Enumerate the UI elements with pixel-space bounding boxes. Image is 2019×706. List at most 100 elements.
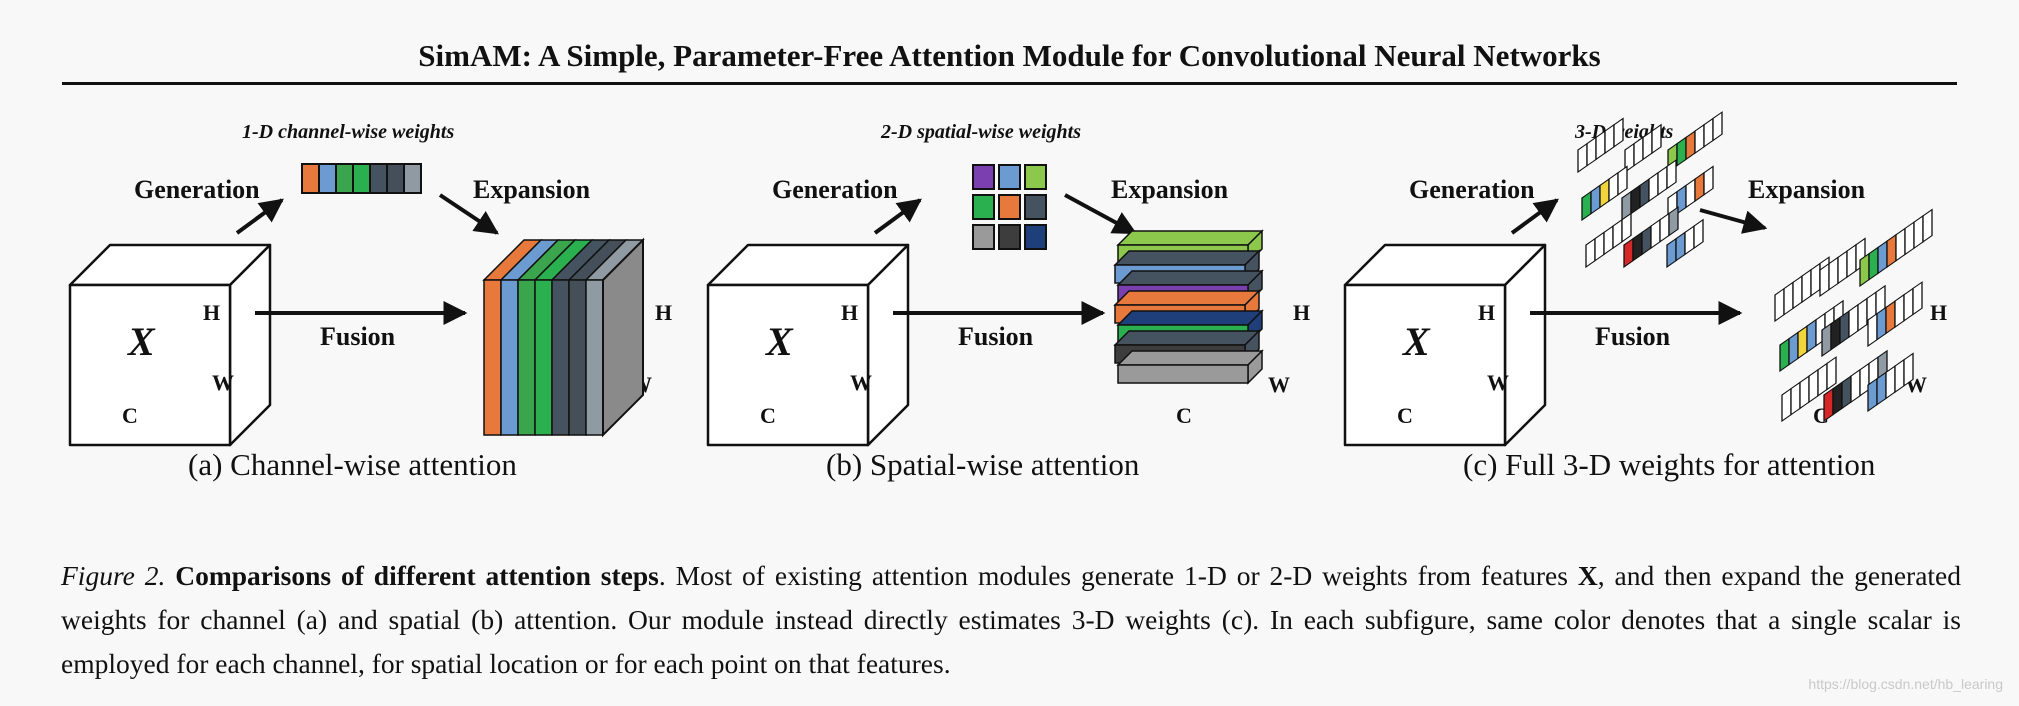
- expansion-arrow: [1699, 208, 1768, 234]
- channel-slice-front: [534, 279, 553, 436]
- input-h-label: H: [1478, 300, 1495, 325]
- spatial-slab-top: [1113, 290, 1261, 306]
- output-weight-cell: [1848, 303, 1859, 339]
- weight-cell: [1693, 218, 1704, 250]
- weight-cell: [1676, 136, 1687, 167]
- weight-cell: [1648, 171, 1659, 203]
- spatial-weight-grid: [972, 164, 1047, 250]
- weight-cell: [1577, 142, 1588, 174]
- output-weight-cell: [1868, 246, 1879, 281]
- weight-cell: [1694, 123, 1705, 155]
- output-weight-cell: [1867, 377, 1878, 413]
- weight-cell: [1621, 212, 1632, 243]
- output-weight-strip: [1821, 284, 1886, 358]
- generation-arrow: [873, 198, 922, 235]
- caption-symbol: X: [1577, 560, 1598, 591]
- output-weight-cell: [1790, 381, 1801, 416]
- weight-cell: [1623, 237, 1634, 269]
- weight-strip: [1577, 117, 1624, 174]
- output-h-label: H: [1930, 300, 1947, 325]
- output-weight-cell: [1810, 262, 1821, 297]
- output-weight-cell: [1904, 221, 1915, 256]
- weight-cell: [1703, 117, 1714, 148]
- output-weight-cell: [1877, 239, 1888, 275]
- subcaption: (a) Channel-wise attention: [188, 447, 517, 482]
- input-w-label: W: [212, 370, 234, 395]
- channel-weight-cell: [386, 163, 405, 194]
- caption-bold: Comparisons of different attention steps: [175, 560, 659, 591]
- spatial-slab-top: [1116, 230, 1264, 246]
- expansion-label: Expansion: [1111, 175, 1229, 204]
- output-weight-cell: [1819, 262, 1830, 298]
- channel-slice-front: [568, 279, 587, 436]
- spatial-slab-top: [1113, 250, 1261, 266]
- weight-cell: [1685, 129, 1696, 161]
- spatial-weight-cell: [1024, 224, 1047, 250]
- spatial-weight-cell: [998, 224, 1021, 250]
- generation-label: Generation: [134, 175, 260, 204]
- output-weight-cell: [1903, 287, 1914, 322]
- subcaption: (b) Spatial-wise attention: [826, 447, 1140, 482]
- expansion-label: Expansion: [1748, 175, 1866, 204]
- fusion-label: Fusion: [1595, 322, 1671, 351]
- input-feature-cube: [706, 243, 910, 447]
- output-weight-cell: [1876, 371, 1887, 406]
- channel-weight-cell: [352, 163, 371, 194]
- output-weight-cell: [1846, 243, 1857, 279]
- output-weight-cell: [1828, 256, 1839, 291]
- weights-label: 1-D channel-wise weights: [242, 121, 454, 143]
- input-x-label: X: [1401, 319, 1431, 364]
- cube-front-face: [68, 283, 232, 447]
- output-weight-cell: [1837, 249, 1848, 285]
- weight-cell: [1617, 165, 1628, 196]
- output-weight-cell: [1859, 252, 1870, 288]
- spatial-weight-cell: [972, 194, 995, 220]
- input-feature-cube: [68, 243, 272, 447]
- output-weight-cell: [1817, 362, 1828, 397]
- spatial-slab-top: [1113, 330, 1261, 346]
- spatial-slab-top: [1116, 270, 1264, 286]
- weight-cell: [1703, 165, 1714, 196]
- output-w-label: W: [1268, 372, 1290, 397]
- input-w-label: W: [850, 370, 872, 395]
- output-c-label: C: [1176, 403, 1192, 428]
- generation-label: Generation: [772, 175, 898, 204]
- output-weight-strip: [1867, 281, 1923, 348]
- spatial-weight-cell: [998, 164, 1021, 190]
- spatial-weight-cell: [972, 164, 995, 190]
- output-weight-cell: [1830, 316, 1841, 351]
- input-h-label: H: [841, 300, 858, 325]
- output-weight-cell: [1913, 214, 1924, 250]
- weight-cell: [1651, 123, 1662, 155]
- input-x-label: X: [764, 319, 794, 364]
- spatial-weight-cell: [1024, 194, 1047, 220]
- output-weight-cell: [1792, 274, 1803, 310]
- weights-label: 2-D spatial-wise weights: [880, 121, 1081, 143]
- weight-cell: [1581, 190, 1592, 222]
- weight-cell: [1608, 171, 1619, 203]
- weight-cell: [1675, 231, 1686, 262]
- channel-slice-front: [585, 279, 604, 436]
- paper-title: SimAM: A Simple, Parameter-Free Attentio…: [418, 38, 1601, 73]
- fusion-label: Fusion: [958, 322, 1034, 351]
- spatial-slab-front: [1117, 364, 1249, 384]
- title-rule: [62, 82, 1957, 85]
- weight-strip: [1666, 218, 1704, 269]
- channel-weight-cell: [318, 163, 337, 194]
- input-h-label: H: [203, 300, 220, 325]
- channel-weight-cell: [301, 163, 320, 194]
- input-c-label: C: [122, 403, 138, 428]
- weight-strip: [1624, 123, 1662, 174]
- output-weight-cell: [1821, 322, 1832, 358]
- output-weight-cell: [1832, 381, 1843, 416]
- output-weight-cell: [1774, 287, 1785, 323]
- output-weight-cell: [1894, 293, 1905, 329]
- output-weight-cell: [1912, 281, 1923, 316]
- weight-cell: [1685, 177, 1696, 209]
- expansion-label: Expansion: [473, 175, 591, 204]
- output-weight-cell: [1857, 297, 1868, 332]
- channel-weight-vector: [301, 163, 422, 194]
- output-weight-cell: [1850, 368, 1861, 404]
- weight-cell: [1712, 111, 1723, 142]
- weight-cell: [1613, 117, 1624, 148]
